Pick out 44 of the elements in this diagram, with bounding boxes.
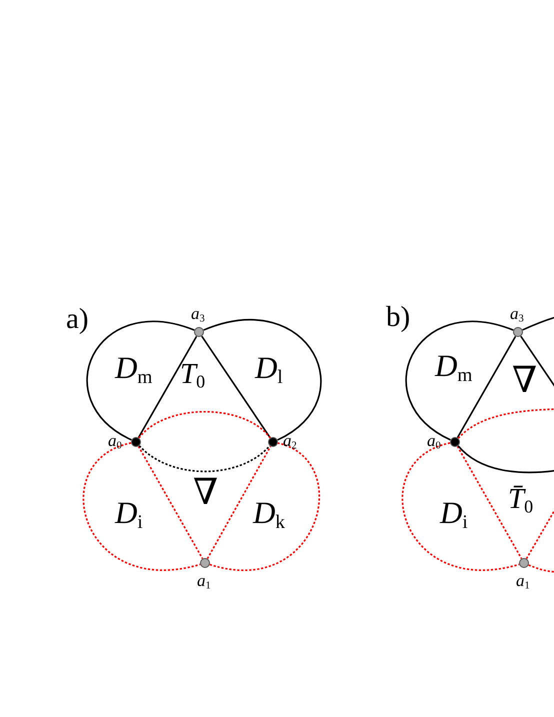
curved-edge <box>406 320 514 441</box>
region-label: T$_{0}$ <box>180 360 206 390</box>
region-label: D$_{l}$ <box>255 352 283 388</box>
vertex-dot <box>200 558 210 568</box>
straight-edge <box>201 336 271 438</box>
region-label: D$_{i}$ <box>115 497 143 532</box>
region-label: T̄$_{0}$ <box>508 485 534 516</box>
vertex-dot <box>268 437 278 447</box>
vertex-label: a$_{0}$ <box>427 432 441 452</box>
region-label: D$_{k}$ <box>253 497 285 532</box>
straight-edge <box>456 446 522 560</box>
region-label: D$_{i}$ <box>440 497 468 532</box>
curved-edge <box>138 445 270 472</box>
curved-edge <box>210 442 320 571</box>
vertex-dot <box>450 437 460 447</box>
curved-edge <box>522 315 554 331</box>
straight-edge <box>138 336 198 438</box>
curved-edge <box>138 410 271 439</box>
curved-edge <box>528 564 554 573</box>
vertex-label: a$_{0}$ <box>108 432 122 452</box>
vertex-label: a$_{2}$ <box>283 432 297 452</box>
nabla-symbol: ∇ <box>193 474 218 510</box>
region-label: D$_{m}$ <box>435 350 472 386</box>
vertex-label: a$_{3}$ <box>510 305 524 326</box>
vertex-dot <box>519 558 529 568</box>
panel-label: b) <box>386 303 410 332</box>
straight-edge <box>138 446 204 560</box>
vertex-dot <box>194 327 204 337</box>
curved-edge <box>458 408 554 439</box>
vertex-label: a$_{1}$ <box>197 572 211 592</box>
nabla-symbol: ∇ <box>512 362 538 398</box>
curved-edge <box>402 442 520 571</box>
curved-edge <box>86 320 195 441</box>
vertex-dot <box>513 327 523 337</box>
curved-edge <box>203 319 322 441</box>
straight-edge <box>456 336 516 438</box>
curved-edge <box>83 442 200 571</box>
vertex-label: a$_{1}$ <box>516 572 530 592</box>
region-label: D$_{m}$ <box>115 352 152 388</box>
panel-label: a) <box>66 305 89 334</box>
curved-edge <box>458 445 554 474</box>
vertex-dot <box>131 437 141 447</box>
straight-edge <box>206 446 272 560</box>
vertex-label: a$_{3}$ <box>191 305 205 326</box>
